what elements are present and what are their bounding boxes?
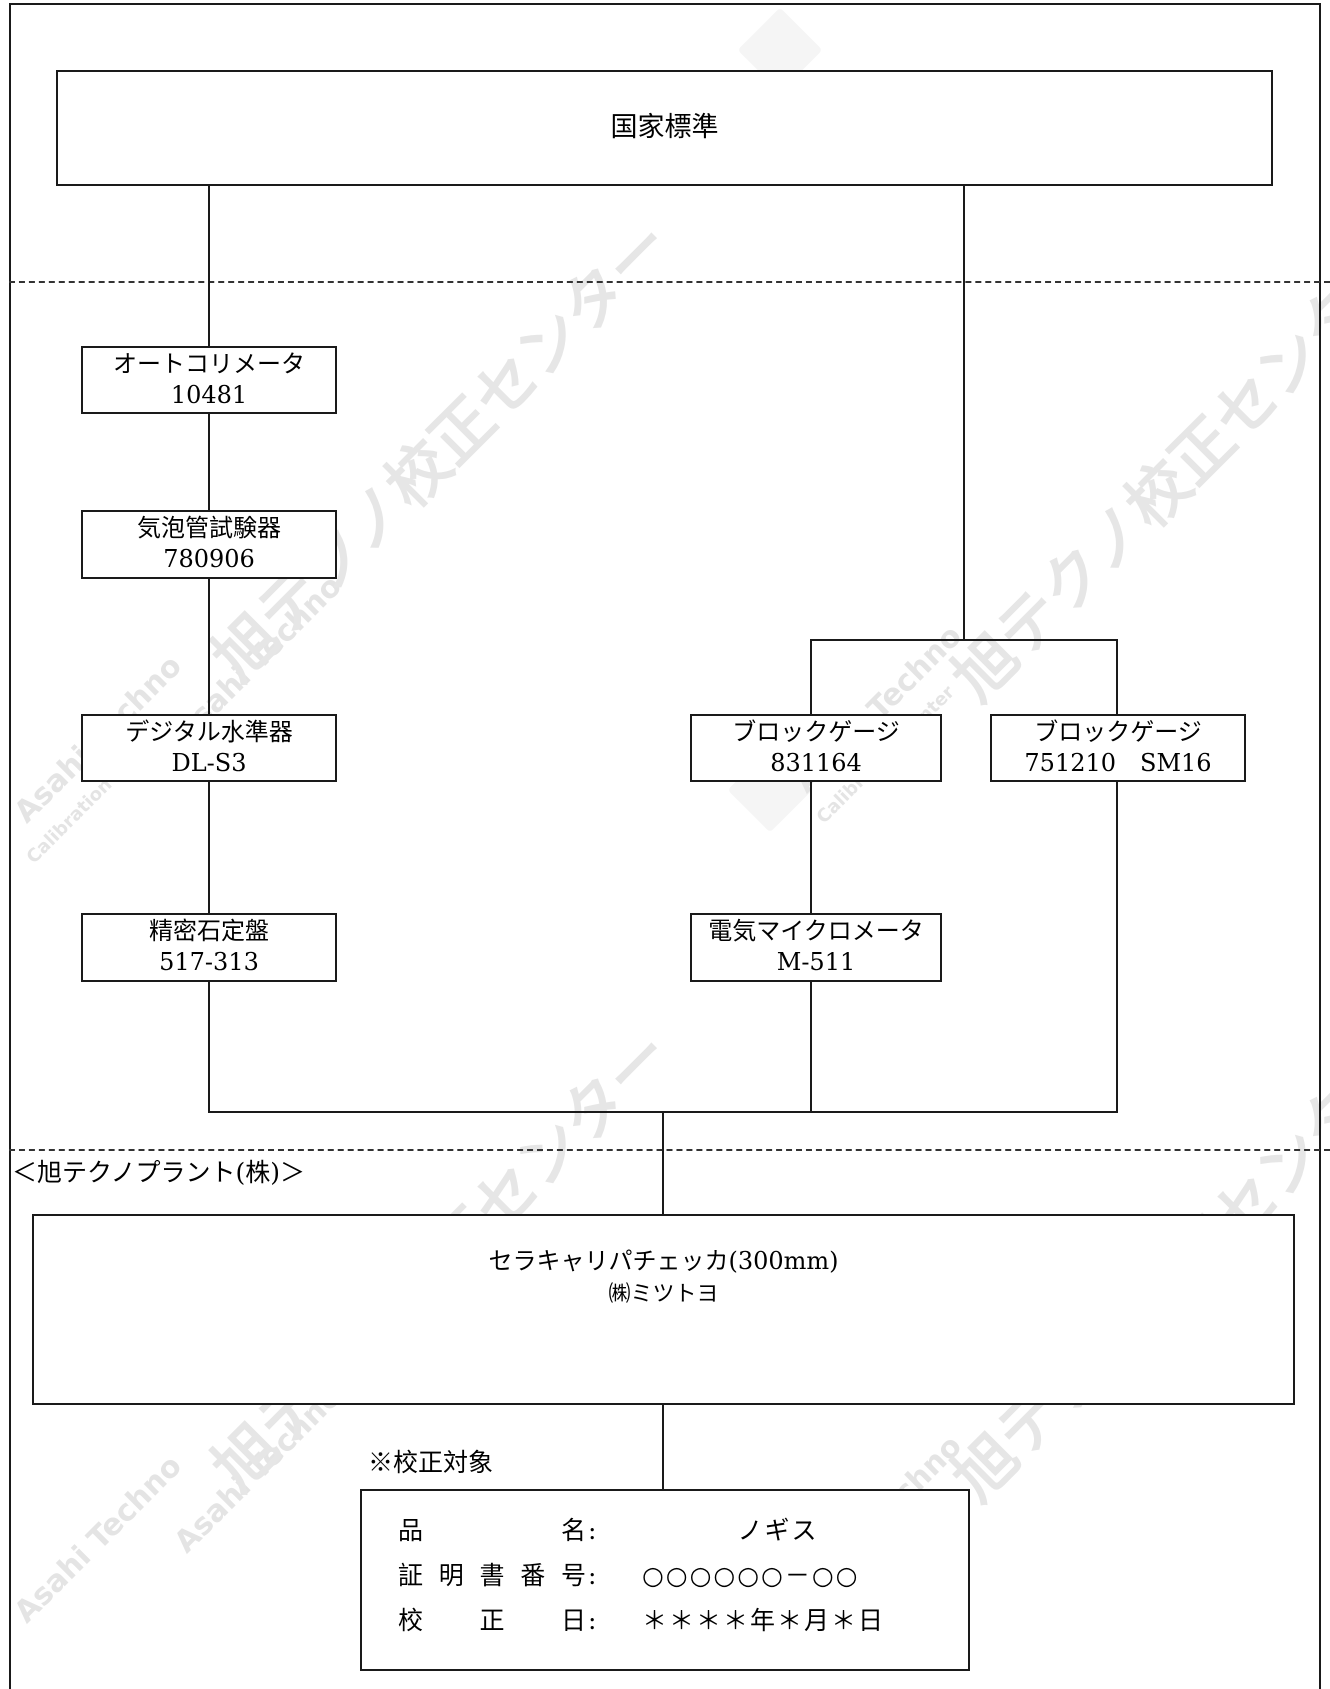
autocollimator-id: 10481	[170, 381, 248, 409]
autocollimator-name: オートコリメータ	[113, 350, 305, 378]
target-value: ノギス	[737, 1516, 819, 1545]
section-label: ＜旭テクノプラント(株)＞	[12, 1158, 306, 1187]
national-standard-label: 国家標準	[610, 112, 719, 143]
connector	[662, 1111, 664, 1216]
bubble-tube-tester-box: 気泡管試験器 780906	[81, 510, 337, 579]
connector	[810, 780, 812, 914]
connector	[662, 1403, 664, 1491]
connector	[208, 577, 210, 715]
autocollimator-box: オートコリメータ 10481	[81, 346, 337, 414]
digital-level-name: デジタル水準器	[125, 718, 293, 746]
target-row-certificate: 証明書番号: ○○○○○○－○○	[398, 1556, 942, 1592]
target-row-date: 校正日: ＊＊＊＊年＊月＊日	[398, 1601, 972, 1637]
connector	[810, 980, 812, 1112]
calibration-target-box: 品名: ノギス 証明書番号: ○○○○○○－○○ 校正日: ＊＊＊＊年＊月＊日	[360, 1489, 970, 1671]
block-gauge-b-name: ブロックゲージ	[1034, 718, 1202, 746]
section-divider	[9, 1149, 1330, 1151]
caliper-checker-box: セラキャリパチェッカ(300mm) ㈱ミツトヨ	[32, 1214, 1295, 1405]
connector	[208, 412, 210, 512]
connector	[1116, 639, 1118, 715]
target-value: ○○○○○○－○○	[641, 1561, 860, 1590]
caliper-checker-maker: ㈱ミツトヨ	[608, 1282, 719, 1307]
electric-micrometer-name: 電気マイクロメータ	[708, 917, 924, 945]
connector	[1116, 780, 1118, 1112]
surface-plate-id: 517-313	[159, 948, 259, 976]
block-gauge-b-id: 751210 SM16	[1024, 749, 1212, 777]
target-key: 証明書番号	[398, 1561, 588, 1590]
connector	[810, 639, 1118, 641]
section-divider	[9, 281, 1330, 283]
target-value: ＊＊＊＊年＊月＊日	[641, 1606, 885, 1635]
connector	[963, 185, 965, 640]
connector	[810, 639, 812, 715]
surface-plate-box: 精密石定盤 517-313	[81, 913, 337, 982]
surface-plate-name: 精密石定盤	[149, 917, 269, 945]
bubble-tube-tester-name: 気泡管試験器	[137, 514, 281, 542]
block-gauge-b-box: ブロックゲージ 751210 SM16	[990, 714, 1246, 782]
target-label: ※校正対象	[368, 1448, 494, 1477]
caliper-checker-name: セラキャリパチェッカ(300mm)	[488, 1247, 839, 1275]
target-colon: :	[588, 1606, 599, 1635]
connector	[208, 185, 210, 348]
bubble-tube-tester-id: 780906	[163, 545, 255, 573]
outer-border	[9, 3, 1321, 1689]
connector	[208, 780, 210, 914]
digital-level-box: デジタル水準器 DL-S3	[81, 714, 337, 782]
national-standard-box: 国家標準	[56, 70, 1273, 186]
target-key: 品名	[398, 1516, 588, 1545]
target-row-item-name: 品名: ノギス	[398, 1511, 928, 1547]
electric-micrometer-id: M-511	[776, 948, 856, 976]
block-gauge-a-name: ブロックゲージ	[732, 718, 900, 746]
target-colon: :	[588, 1561, 599, 1590]
digital-level-id: DL-S3	[171, 749, 247, 777]
electric-micrometer-box: 電気マイクロメータ M-511	[690, 913, 942, 982]
connector	[208, 980, 210, 1112]
target-key: 校正日	[398, 1606, 588, 1635]
target-colon: :	[588, 1516, 599, 1545]
block-gauge-a-box: ブロックゲージ 831164	[690, 714, 942, 782]
block-gauge-a-id: 831164	[770, 749, 862, 777]
